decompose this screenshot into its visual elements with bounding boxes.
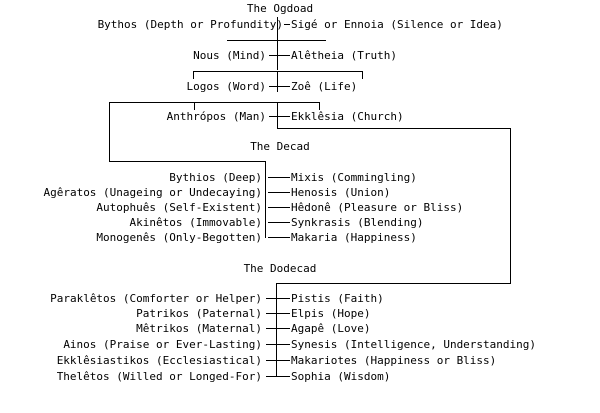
ogdoad-pair-2-left: Nous (Mind) [193, 49, 266, 62]
ogdoad-pair-3-right: Zoê (Life) [291, 80, 358, 93]
decad-pair-3-left: Autophuês (Self-Existent) [96, 201, 262, 214]
dodecad-pair-1-right: Pistis (Faith) [291, 292, 384, 305]
dodecad-pair-6-left: Thelêtos (Willed or Longed-For) [56, 370, 262, 383]
decad-pair-3-right: Hêdonê (Pleasure or Bliss) [291, 201, 464, 214]
decad-pair-5-left: Monogenês (Only-Begotten) [96, 231, 262, 244]
decad-pair-2-left: Agêratos (Unageing or Undecaying) [43, 186, 262, 199]
decad-pair-1-right: Mixis (Commingling) [291, 171, 417, 184]
dodecad-pair-5-right: Makariotes (Happiness or Bliss) [291, 354, 497, 367]
dodecad-pair-2-right: Elpis (Hope) [291, 307, 371, 320]
ogdoad-pair-4-left: Anthrópos (Man) [166, 110, 266, 123]
dodecad-pair-3-left: Mêtrikos (Maternal) [136, 322, 262, 335]
ogdoad-pair-1-right: Sigé or Ennoia (Silence or Idea) [291, 18, 503, 31]
dodecad-pair-1-left: Paraklêtos (Comforter or Helper) [50, 292, 262, 305]
decad-pair-4-left: Akinêtos (Immovable) [129, 216, 262, 229]
decad-pair-2-right: Henosis (Union) [291, 186, 391, 199]
decad-pair-5-right: Makaria (Happiness) [291, 231, 417, 244]
ogdoad-pair-3-left: Logos (Word) [186, 80, 266, 93]
ogdoad-pair-1-left: Bythos (Depth or Profundity) [97, 18, 283, 31]
ogdoad-pair-2-right: Alêtheia (Truth) [291, 49, 397, 62]
dodecad-pair-5-left: Ekklêsiastikos (Ecclesiastical) [56, 354, 262, 367]
decad-pair-4-right: Synkrasis (Blending) [291, 216, 424, 229]
dodecad-title: The Dodecad [243, 262, 317, 275]
decad-pair-1-left: Bythios (Deep) [169, 171, 262, 184]
ogdoad-pair-4-right: Ekklêsia (Church) [291, 110, 404, 123]
dodecad-pair-4-left: Ainos (Praise or Ever-Lasting) [63, 338, 262, 351]
dodecad-pair-2-left: Patrikos (Paternal) [136, 307, 262, 320]
dodecad-pair-6-right: Sophia (Wisdom) [291, 370, 391, 383]
ogdoad-title: The Ogdoad [246, 2, 314, 15]
dodecad-pair-4-right: Synesis (Intelligence, Understanding) [291, 338, 537, 351]
dodecad-pair-3-right: Agapê (Love) [291, 322, 371, 335]
decad-title: The Decad [250, 140, 310, 153]
